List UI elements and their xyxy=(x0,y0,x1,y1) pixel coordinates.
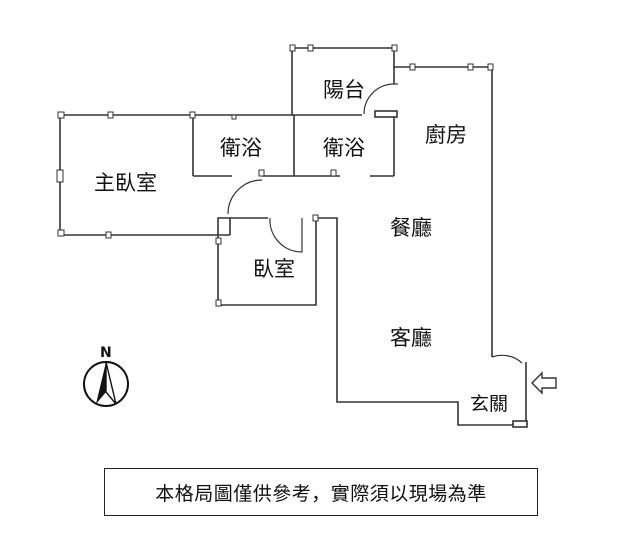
room-label-master-bedroom: 主臥室 xyxy=(94,171,157,195)
window xyxy=(512,420,528,428)
door-swing xyxy=(269,217,303,253)
room-label-bedroom: 臥室 xyxy=(253,257,295,281)
outer-wall xyxy=(60,47,493,357)
compass-label: N xyxy=(100,345,112,361)
door-swing xyxy=(363,83,395,115)
room-label-living: 客廳 xyxy=(390,326,432,350)
doors xyxy=(227,83,523,364)
room-label-balcony: 陽台 xyxy=(323,78,365,102)
room-label-kitchen: 廚房 xyxy=(425,123,467,147)
room-label-entrance: 玄關 xyxy=(470,393,508,415)
north-arrow-icon: N xyxy=(83,345,129,407)
room-label-bath-right: 衛浴 xyxy=(323,136,365,160)
room-label-bath-left: 衛浴 xyxy=(220,136,262,160)
door-swing xyxy=(227,179,263,215)
window xyxy=(374,110,398,118)
door-swing xyxy=(491,354,523,364)
room-labels: 陽台 衛浴 衛浴 廚房 主臥室 餐廳 臥室 客廳 玄關 xyxy=(94,78,508,415)
wall-ticks xyxy=(56,44,494,307)
walls xyxy=(59,47,528,428)
disclaimer-box: 本格局圖僅供參考，實際須以現場為準 xyxy=(104,468,538,516)
entry-arrow-icon xyxy=(531,371,557,395)
room-label-dining: 餐廳 xyxy=(390,216,432,240)
disclaimer-text: 本格局圖僅供參考，實際須以現場為準 xyxy=(155,482,487,505)
